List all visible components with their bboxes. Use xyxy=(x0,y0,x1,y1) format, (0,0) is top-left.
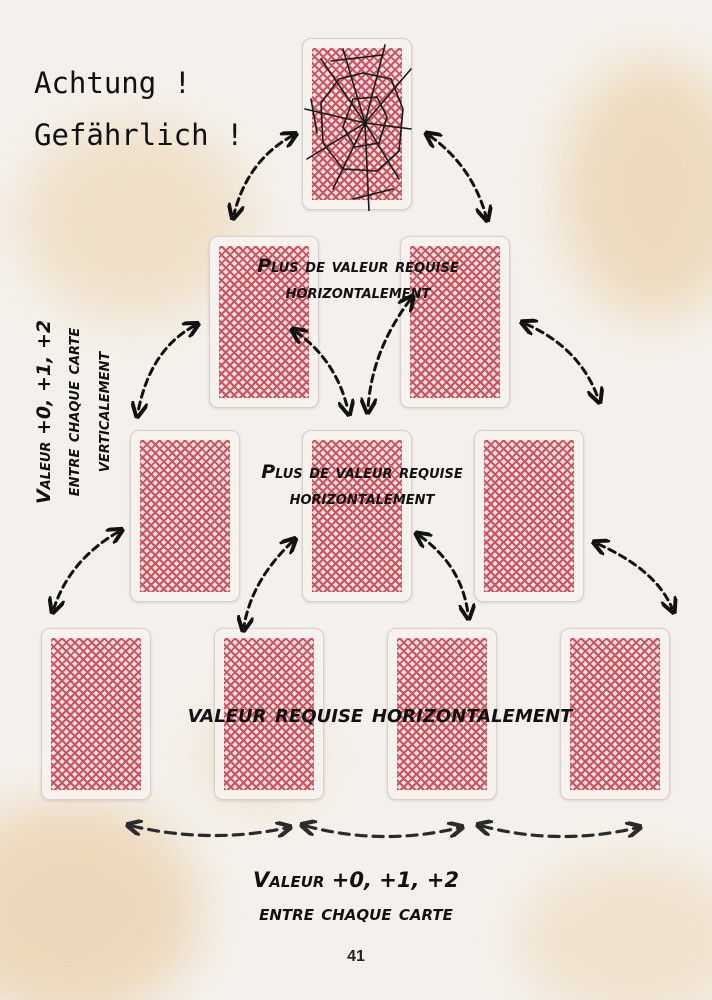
label-bottom-row: valeur requise horizontalement xyxy=(187,699,573,728)
label-vertical-line1: Valeur +0, +1, +2 xyxy=(32,319,55,505)
card-row3-right xyxy=(474,430,584,602)
card-row3-middle xyxy=(302,430,412,602)
card-row4-1 xyxy=(41,628,151,800)
label-vertical-line3: verticalement xyxy=(91,351,114,473)
watercolor-stain xyxy=(520,860,712,1000)
label-vertical-line2: entre chaque carte xyxy=(62,327,85,497)
card-row2-right xyxy=(400,236,510,408)
label-row3: Plus de valeur requise horizontalement xyxy=(172,460,552,511)
broken-glass-icon xyxy=(304,44,412,211)
label-footer: Valeur +0, +1, +2 entre chaque carte xyxy=(156,864,556,929)
label-row3-line1: Plus de valeur requise xyxy=(261,461,463,483)
label-footer-line1: Valeur +0, +1, +2 xyxy=(253,868,459,892)
card-broken xyxy=(302,38,412,211)
label-row3-line2: horizontalement xyxy=(289,486,435,509)
card-row4-4 xyxy=(560,628,670,800)
label-row2: Plus de valeur requise horizontalement xyxy=(168,254,548,305)
watercolor-stain xyxy=(560,60,712,320)
warning-line-2: Gefährlich ! xyxy=(34,117,244,152)
label-row2-line2: horizontalement xyxy=(285,280,431,303)
card-row4-2 xyxy=(214,628,324,800)
label-row2-line1: Plus de valeur requise xyxy=(257,255,459,277)
card-row4-3 xyxy=(387,628,497,800)
page-number: 41 xyxy=(347,948,365,965)
label-footer-line2: entre chaque carte xyxy=(259,900,453,925)
warning-line-1: Achtung ! xyxy=(34,66,192,100)
warning-text: Achtung ! Gefährlich ! xyxy=(34,58,244,161)
card-row3-left xyxy=(130,430,240,602)
